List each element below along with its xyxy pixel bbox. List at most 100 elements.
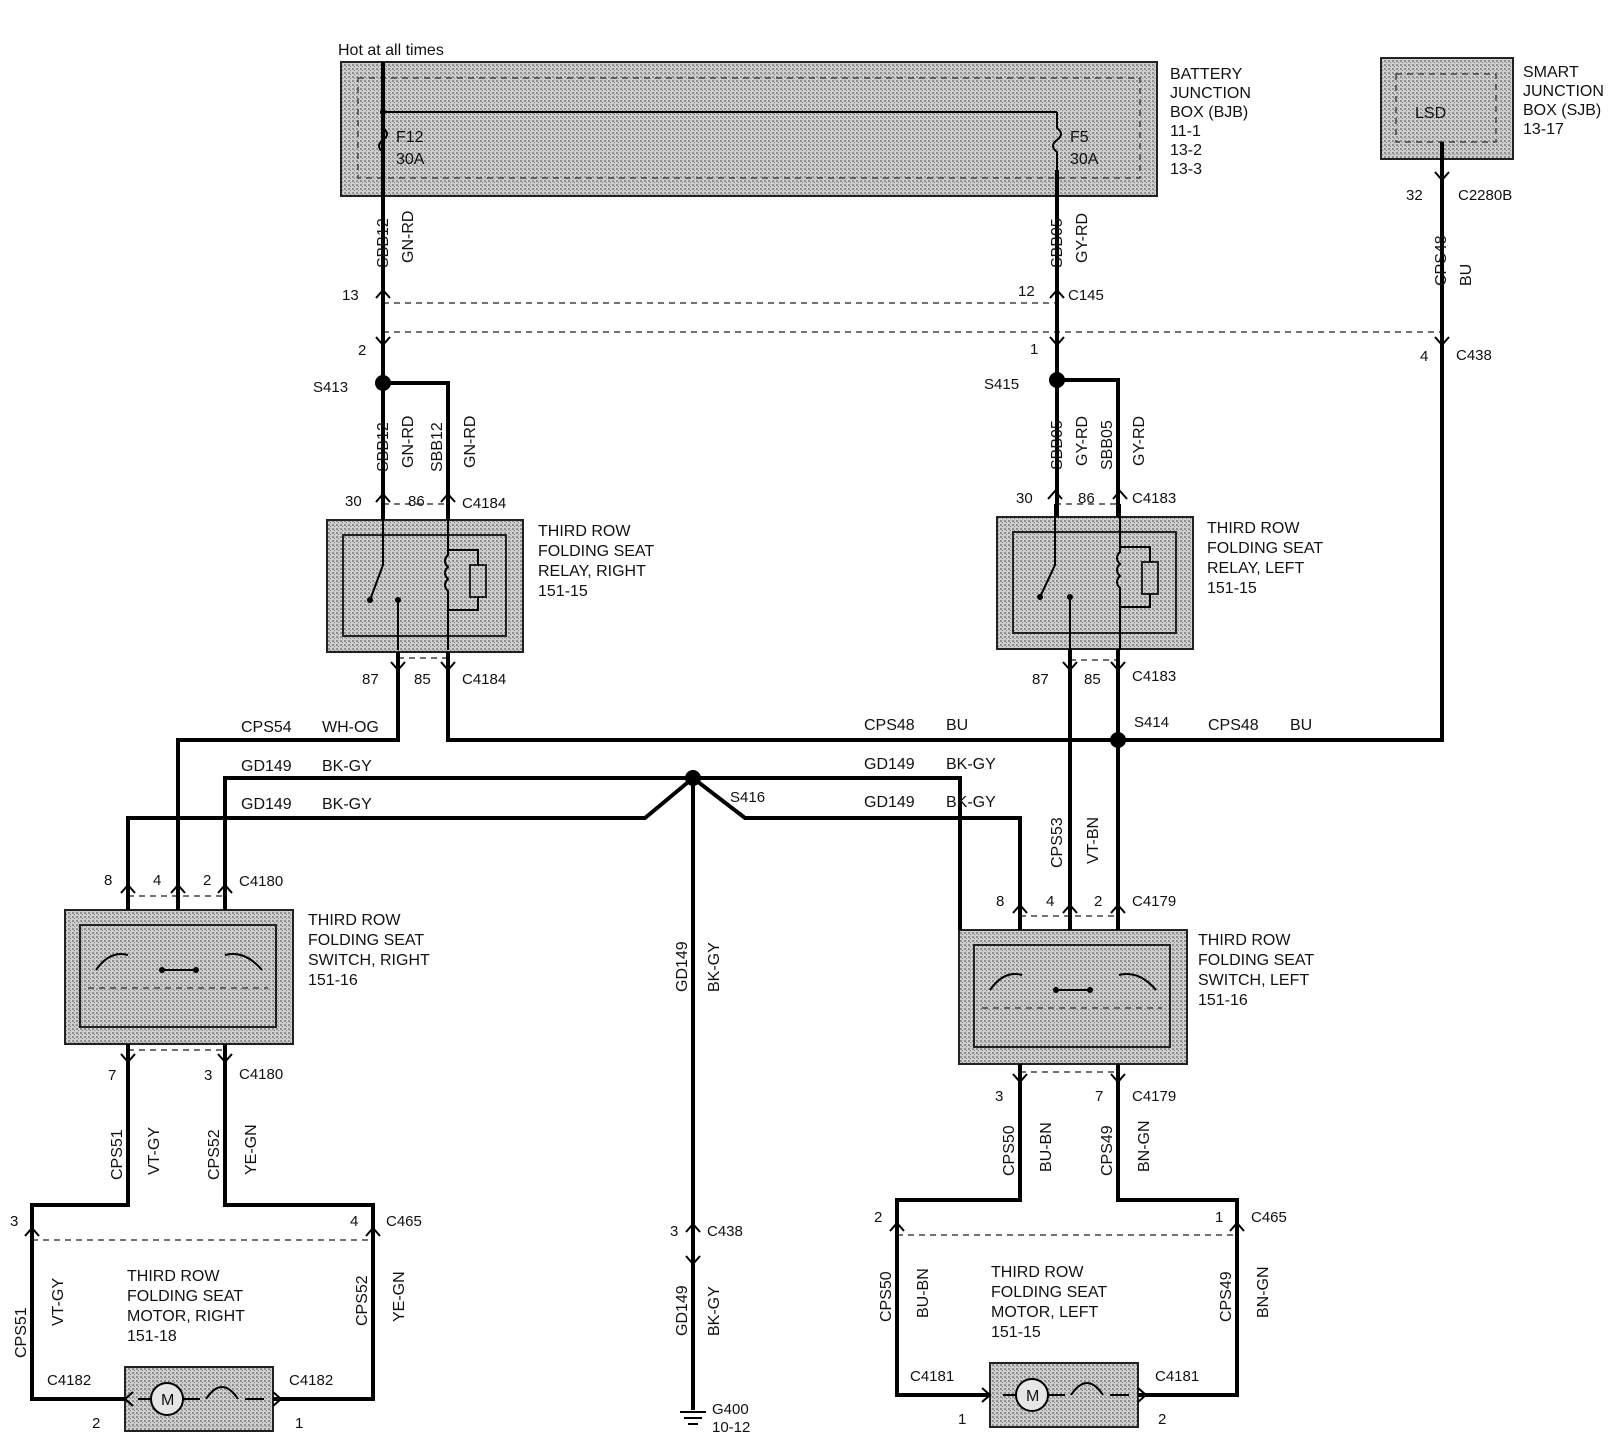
svg-text:4: 4 (153, 872, 161, 889)
motor-right-label: THIRD ROW FOLDING SEAT MOTOR, RIGHT 151-… (127, 1268, 245, 1345)
svg-text:FOLDING SEAT: FOLDING SEAT (127, 1288, 243, 1305)
svg-text:2: 2 (1158, 1411, 1166, 1428)
svg-text:C4183: C4183 (1132, 668, 1176, 685)
switch-left-box (958, 929, 1188, 1065)
splice-s416-dot (685, 770, 701, 786)
svg-text:G400: G400 (712, 1401, 749, 1418)
svg-text:BU-BN: BU-BN (915, 1268, 932, 1318)
svg-text:30: 30 (345, 493, 362, 510)
motor-left-symbol: M (1026, 1388, 1039, 1405)
sjb-module-label: LSD (1415, 105, 1446, 122)
svg-text:C4182: C4182 (47, 1372, 91, 1389)
splice-labels: S413 S415 S414 S416 (313, 376, 1169, 806)
svg-text:C4179: C4179 (1132, 893, 1176, 910)
svg-text:THIRD ROW: THIRD ROW (1198, 932, 1291, 949)
splice-s413-dot (375, 375, 391, 391)
svg-text:C2280B: C2280B (1458, 187, 1512, 204)
motor-right-symbol: M (161, 1392, 174, 1409)
svg-text:SBB05: SBB05 (1049, 420, 1066, 470)
horizontal-wire-labels: CPS54 WH-OG CPS48 BU CPS48 BU GD149 BK-G… (241, 717, 1312, 813)
svg-text:30A: 30A (1070, 151, 1099, 168)
svg-text:BOX (SJB): BOX (SJB) (1523, 102, 1601, 119)
svg-text:JUNCTION: JUNCTION (1170, 85, 1251, 102)
svg-text:C4181: C4181 (1155, 1368, 1199, 1385)
svg-text:151-18: 151-18 (127, 1328, 177, 1345)
svg-text:GN-RD: GN-RD (400, 211, 417, 263)
svg-text:3: 3 (204, 1067, 212, 1084)
svg-text:BN-GN: BN-GN (1136, 1120, 1153, 1172)
svg-text:BU: BU (1458, 264, 1475, 286)
svg-text:BK-GY: BK-GY (322, 758, 372, 775)
svg-text:BK-GY: BK-GY (322, 796, 372, 813)
svg-text:13-17: 13-17 (1523, 121, 1564, 138)
svg-text:151-15: 151-15 (538, 583, 588, 600)
motor-left-box (989, 1362, 1139, 1428)
svg-text:8: 8 (996, 893, 1004, 910)
svg-text:151-16: 151-16 (1198, 992, 1248, 1009)
svg-text:SBB05: SBB05 (1049, 218, 1066, 268)
motor-left-label: THIRD ROW FOLDING SEAT MOTOR, LEFT 151-1… (991, 1264, 1107, 1341)
svg-text:FOLDING SEAT: FOLDING SEAT (991, 1284, 1107, 1301)
connector-dashes (32, 302, 1442, 1241)
svg-text:SBB12: SBB12 (375, 218, 392, 268)
svg-text:151-16: 151-16 (308, 972, 358, 989)
svg-text:FOLDING SEAT: FOLDING SEAT (1207, 540, 1323, 557)
svg-text:FOLDING SEAT: FOLDING SEAT (308, 932, 424, 949)
svg-text:2: 2 (874, 1209, 882, 1226)
svg-text:CPS48: CPS48 (1208, 717, 1259, 734)
svg-text:C4184: C4184 (462, 671, 506, 688)
svg-text:SBB05: SBB05 (1099, 420, 1116, 470)
svg-text:GD149: GD149 (864, 756, 915, 773)
svg-text:JUNCTION: JUNCTION (1523, 83, 1604, 100)
svg-text:C4183: C4183 (1132, 490, 1176, 507)
svg-text:GD149: GD149 (674, 941, 691, 992)
svg-text:YE-GN: YE-GN (391, 1271, 408, 1322)
splice-s414-dot (1110, 732, 1126, 748)
svg-text:BU: BU (1290, 717, 1312, 734)
svg-text:13-3: 13-3 (1170, 161, 1202, 178)
svg-text:S416: S416 (730, 789, 765, 806)
svg-text:BU: BU (946, 717, 968, 734)
relay-left-box (996, 504, 1194, 650)
svg-text:32: 32 (1406, 187, 1423, 204)
relay-right-box (326, 504, 524, 653)
svg-text:CPS50: CPS50 (1001, 1125, 1018, 1176)
svg-text:87: 87 (1032, 671, 1049, 688)
switch-right-box (64, 909, 294, 1045)
wires (30, 62, 1444, 1425)
svg-text:GD149: GD149 (241, 796, 292, 813)
svg-text:3: 3 (10, 1213, 18, 1230)
svg-text:CPS48: CPS48 (864, 717, 915, 734)
connector-labels: C145 C438 C2280B C4184 C4184 C4183 C4183… (47, 187, 1512, 1389)
svg-text:BK-GY: BK-GY (946, 794, 996, 811)
svg-text:SMART: SMART (1523, 64, 1579, 81)
relay-left-label: THIRD ROW FOLDING SEAT RELAY, LEFT 151-1… (1207, 520, 1323, 597)
svg-text:C465: C465 (386, 1213, 422, 1230)
svg-text:85: 85 (414, 671, 431, 688)
svg-text:THIRD ROW: THIRD ROW (1207, 520, 1300, 537)
svg-text:CPS49: CPS49 (1218, 1271, 1235, 1322)
svg-text:THIRD ROW: THIRD ROW (127, 1268, 220, 1285)
svg-text:C4181: C4181 (910, 1368, 954, 1385)
svg-text:GD149: GD149 (864, 794, 915, 811)
svg-text:CPS54: CPS54 (241, 719, 292, 736)
svg-text:THIRD ROW: THIRD ROW (991, 1264, 1084, 1281)
fuse-f5-label: F5 30A (1070, 129, 1099, 168)
svg-text:SBB12: SBB12 (375, 422, 392, 472)
vertical-wire-labels: SBB12 GN-RD SBB05 GY-RD CPS48 BU SBB12 G… (13, 211, 1475, 1358)
svg-text:10-12: 10-12 (712, 1419, 750, 1436)
svg-text:CPS53: CPS53 (1049, 817, 1066, 868)
svg-text:CPS49: CPS49 (1099, 1125, 1116, 1176)
svg-text:CPS51: CPS51 (109, 1129, 126, 1180)
svg-text:12: 12 (1018, 283, 1035, 300)
smart-junction-box (1380, 57, 1514, 160)
svg-text:7: 7 (108, 1067, 116, 1084)
svg-text:C4180: C4180 (239, 1066, 283, 1083)
splice-dots (375, 372, 1126, 786)
svg-text:F12: F12 (396, 129, 424, 146)
svg-text:WH-OG: WH-OG (322, 719, 379, 736)
svg-text:BATTERY: BATTERY (1170, 66, 1243, 83)
svg-text:SWITCH, LEFT: SWITCH, LEFT (1198, 972, 1309, 989)
svg-text:S413: S413 (313, 379, 348, 396)
